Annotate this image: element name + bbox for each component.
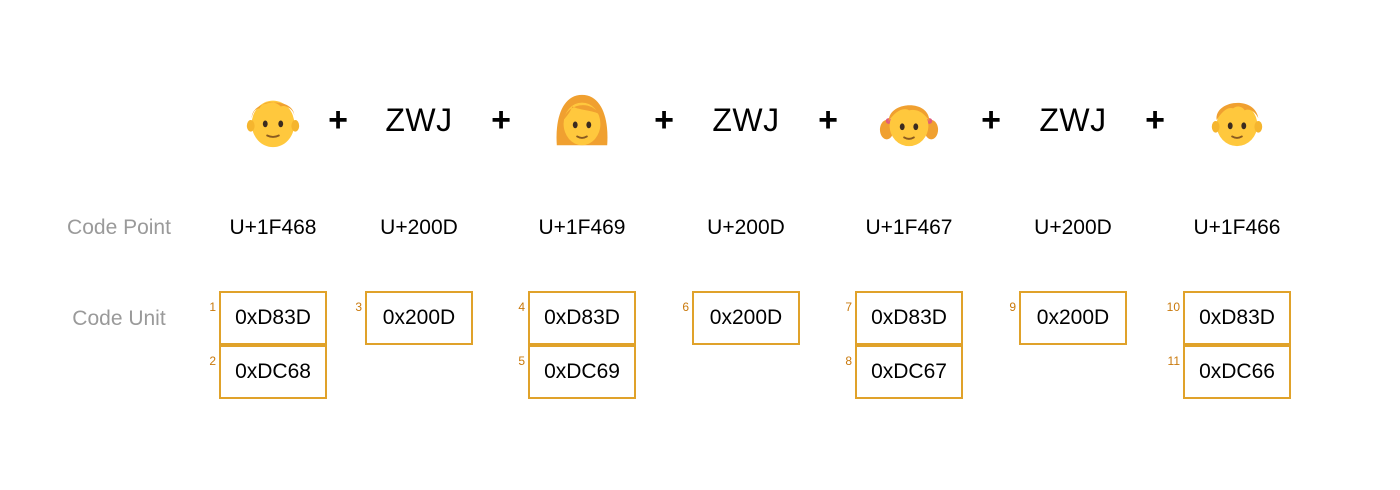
code-unit-index: 11 bbox=[1167, 354, 1180, 368]
code-unit-index: 5 bbox=[518, 354, 525, 368]
code-unit-box: 0xD83D bbox=[855, 291, 963, 345]
code-point-value: U+1F467 bbox=[865, 216, 953, 239]
plus-operator: + bbox=[328, 101, 348, 139]
code-unit-index: 1 bbox=[209, 300, 216, 314]
code-unit-label: Code Unit bbox=[72, 307, 166, 330]
code-unit-index: 7 bbox=[845, 300, 852, 314]
zwj-label: ZWJ bbox=[385, 102, 453, 138]
code-unit-box: 0xDC66 bbox=[1183, 345, 1291, 399]
plus-operator: + bbox=[818, 101, 838, 139]
boy-emoji-icon bbox=[1206, 89, 1268, 151]
code-unit-box: 0xD83D bbox=[528, 291, 636, 345]
man-emoji-icon bbox=[242, 89, 304, 151]
code-unit-box: 0x200D bbox=[365, 291, 473, 345]
code-unit-index: 6 bbox=[682, 300, 689, 314]
code-point-value: U+200D bbox=[1034, 216, 1112, 239]
plus-operator: + bbox=[1145, 101, 1165, 139]
code-unit-box: 0xD83D bbox=[1183, 291, 1291, 345]
code-unit-index: 4 bbox=[518, 300, 525, 314]
plus-operator: + bbox=[491, 101, 511, 139]
code-point-label: Code Point bbox=[67, 216, 171, 239]
code-unit-index: 3 bbox=[355, 300, 362, 314]
code-point-value: U+200D bbox=[707, 216, 785, 239]
woman-emoji-icon bbox=[551, 89, 613, 151]
code-unit-box: 0x200D bbox=[1019, 291, 1127, 345]
plus-operator: + bbox=[981, 101, 1001, 139]
code-point-value: U+1F466 bbox=[1193, 216, 1281, 239]
code-unit-index: 10 bbox=[1166, 300, 1180, 314]
code-point-value: U+1F468 bbox=[229, 216, 317, 239]
code-unit-index: 8 bbox=[845, 354, 852, 368]
zwj-label: ZWJ bbox=[712, 102, 780, 138]
code-point-value: U+1F469 bbox=[538, 216, 626, 239]
code-unit-box: 0xD83D bbox=[219, 291, 327, 345]
zwj-label: ZWJ bbox=[1039, 102, 1107, 138]
code-unit-box: 0x200D bbox=[692, 291, 800, 345]
code-unit-box: 0xDC69 bbox=[528, 345, 636, 399]
plus-operator: + bbox=[654, 101, 674, 139]
code-point-value: U+200D bbox=[380, 216, 458, 239]
code-unit-index: 2 bbox=[209, 354, 216, 368]
girl-emoji-icon bbox=[878, 89, 940, 151]
code-unit-box: 0xDC67 bbox=[855, 345, 963, 399]
code-unit-index: 9 bbox=[1009, 300, 1016, 314]
code-unit-box: 0xDC68 bbox=[219, 345, 327, 399]
